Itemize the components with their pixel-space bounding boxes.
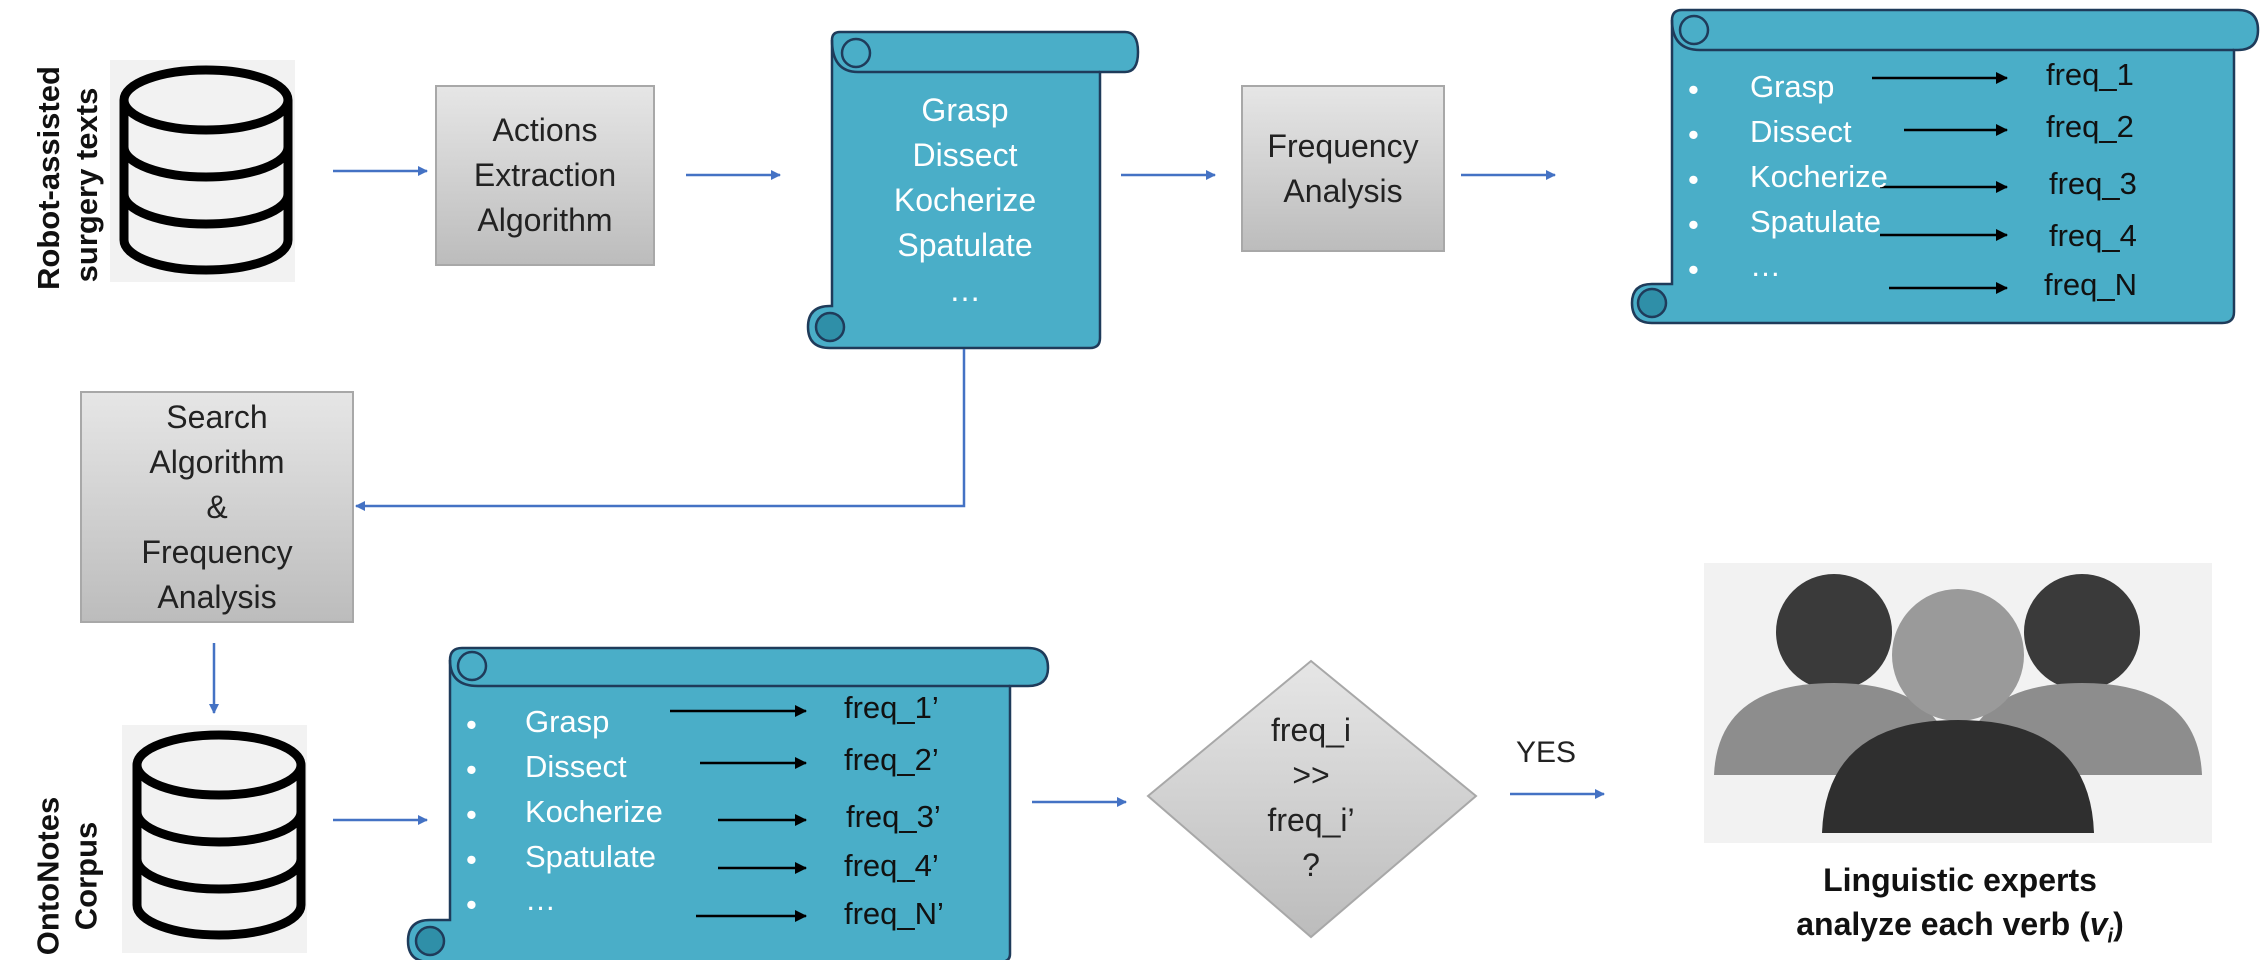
- scroll-verb-4: Spatulate: [897, 227, 1033, 263]
- decision-line2: >>: [1292, 757, 1330, 793]
- search-line4: Frequency: [141, 534, 293, 570]
- top-list-item-3: Kocherize: [1750, 159, 1888, 194]
- search-line1: Search: [166, 399, 268, 435]
- bottom-list-arrows: [670, 705, 807, 922]
- robot-texts-line1: Robot-assisted: [31, 66, 66, 290]
- search-line3: &: [206, 489, 228, 525]
- top-frequency-scroll: [1630, 8, 2260, 325]
- bottom-freq-3: freq_3’: [846, 799, 941, 834]
- verbs-scroll-text: Grasp Dissect Kocherize Spatulate …: [860, 88, 1070, 313]
- arrow-scroll-to-search: [355, 349, 966, 511]
- top-list-item-1: Grasp: [1750, 69, 1835, 104]
- experts-caption: Linguistic experts analyze each verb (vi…: [1700, 858, 2220, 958]
- bottom-freq-2: freq_2’: [844, 742, 939, 777]
- actions-extraction-label: Actions Extraction Algorithm: [436, 108, 654, 243]
- actions-line1: Actions: [492, 112, 598, 148]
- top-freq-1: freq_1: [2046, 57, 2134, 92]
- experts-caption-var: v: [2089, 906, 2108, 942]
- search-algorithm-box: [80, 391, 354, 623]
- bottom-list-item-2: Dissect: [525, 749, 627, 784]
- ontonotes-label: OntoNotes Corpus: [30, 784, 106, 969]
- search-algorithm-label: Search Algorithm & Frequency Analysis: [81, 395, 353, 620]
- experts-caption-sub: i: [2108, 925, 2114, 947]
- decision-line1: freq_i: [1270, 712, 1352, 748]
- scroll-verb-3: Kocherize: [893, 182, 1037, 218]
- bottom-list-bullet-5: •: [466, 887, 477, 922]
- bottom-list-item-4: Spatulate: [525, 839, 656, 874]
- experts-caption-prefix: analyze each verb (: [1796, 906, 2090, 942]
- top-freq-2: freq_2: [2046, 109, 2134, 144]
- frequency-analysis-label: Frequency Analysis: [1242, 124, 1444, 214]
- database-icon-ontonotes: [122, 725, 307, 953]
- top-freq-4: freq_4: [2049, 218, 2137, 253]
- verbs-scroll: [806, 30, 1140, 350]
- experts-caption-line2: analyze each verb (vi): [1700, 902, 2220, 958]
- top-list-item-4: Spatulate: [1750, 204, 1881, 239]
- top-list-bullet-5: •: [1688, 252, 1699, 287]
- ontonotes-line2: Corpus: [68, 821, 104, 931]
- top-freq-5: freq_N: [2044, 267, 2138, 302]
- bottom-list-item-1: Grasp: [525, 704, 610, 739]
- bottom-list-bullet-3: •: [466, 797, 477, 832]
- decision-diamond: [1146, 659, 1478, 939]
- bottom-list-bullet-2: •: [466, 752, 477, 787]
- bottom-freq-4: freq_4’: [844, 848, 939, 883]
- top-list-bullet-4: •: [1688, 207, 1699, 242]
- ontonotes-line1: OntoNotes: [30, 796, 66, 956]
- top-list-item-2: Dissect: [1750, 114, 1852, 149]
- experts-caption-suffix: ): [2113, 906, 2124, 942]
- top-list-arrows: [1872, 72, 2008, 294]
- top-list-item-5: …: [1750, 248, 1781, 283]
- bottom-freq-5: freq_N’: [844, 896, 944, 931]
- decision-text: freq_i >> freq_i’ ?: [1200, 708, 1422, 888]
- bottom-list-bullet-4: •: [466, 842, 477, 877]
- bottom-list-item-3: Kocherize: [525, 794, 663, 829]
- robot-texts-line2: surgery texts: [69, 87, 104, 283]
- actions-extraction-box: [435, 85, 655, 266]
- bottom-list-item-5: …: [525, 882, 556, 917]
- top-list-bullet-3: •: [1688, 162, 1699, 197]
- decision-line3: freq_i’: [1267, 802, 1355, 838]
- search-line5: Analysis: [157, 579, 277, 615]
- frequency-line2: Analysis: [1283, 173, 1403, 209]
- bottom-frequency-scroll: [406, 646, 1050, 960]
- yes-label: YES: [1515, 736, 1577, 769]
- frequency-analysis-box: [1241, 85, 1445, 252]
- scroll-verb-1: Grasp: [921, 92, 1009, 128]
- search-line2: Algorithm: [149, 444, 285, 480]
- database-icon-robot-texts: [110, 60, 295, 282]
- experts-caption-sub-text: i: [2107, 925, 2114, 948]
- actions-line2: Extraction: [473, 157, 617, 193]
- top-freq-3: freq_3: [2049, 166, 2137, 201]
- decision-line4: ?: [1302, 847, 1320, 883]
- experts-caption-line1: Linguistic experts: [1823, 862, 2097, 898]
- frequency-line1: Frequency: [1267, 128, 1419, 164]
- robot-texts-label: Robot-assisted surgery texts: [30, 66, 106, 290]
- scroll-verb-2: Dissect: [912, 137, 1018, 173]
- scroll-verb-5: …: [949, 272, 981, 308]
- top-list-bullet-2: •: [1688, 117, 1699, 152]
- actions-line3: Algorithm: [477, 202, 613, 238]
- bottom-freq-1: freq_1’: [844, 690, 939, 725]
- people-icon: [1704, 563, 2212, 843]
- top-list-bullet-1: •: [1688, 72, 1699, 107]
- bottom-list-bullet-1: •: [466, 707, 477, 742]
